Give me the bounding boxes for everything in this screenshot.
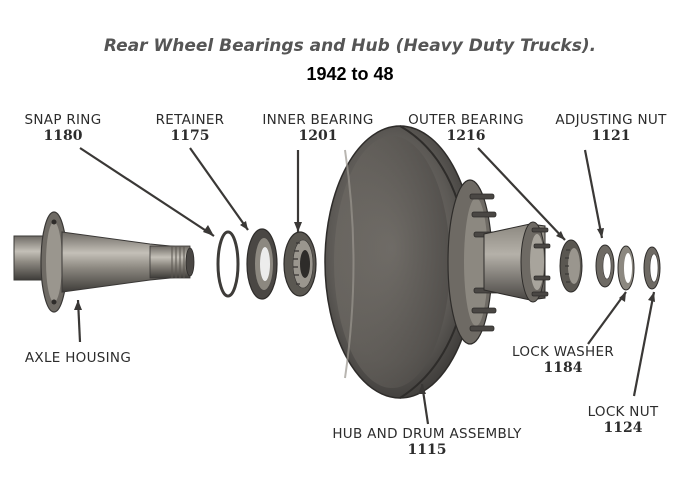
hub-drum-label: HUB AND DRUM ASSEMBLY 1115 (312, 426, 542, 458)
snap-ring-label: SNAP RING 1180 (8, 112, 118, 144)
hub-and-drum-part (324, 125, 551, 399)
diagram-subtitle: 1942 to 48 (306, 64, 394, 84)
adjusting-nut-leader (583, 149, 604, 239)
lock-nut-name: LOCK NUT (587, 404, 659, 420)
hub-drum-name: HUB AND DRUM ASSEMBLY (332, 426, 522, 442)
retainer-name: RETAINER (155, 112, 225, 128)
diagram-title: Rear Wheel Bearings and Hub (Heavy Duty … (103, 36, 597, 56)
lock-washer-part (617, 245, 635, 291)
retainer-part (246, 228, 278, 300)
adjusting-nut-number: 1121 (591, 128, 631, 144)
retainer-number: 1175 (170, 128, 210, 144)
snap-ring-name: SNAP RING (24, 112, 102, 128)
lock-nut-leader (632, 291, 656, 397)
retainer-leader (189, 147, 249, 231)
retainer-label: RETAINER 1175 (140, 112, 240, 144)
outer-bearing-number: 1216 (446, 128, 486, 144)
snap-ring-part (216, 230, 240, 298)
snap-ring-number: 1180 (43, 128, 83, 144)
lock-washer-number: 1184 (543, 360, 583, 376)
lock-nut-part (643, 246, 661, 290)
axle-housing-label: AXLE HOUSING (8, 350, 148, 366)
lock-nut-number: 1124 (603, 420, 643, 436)
lock-washer-name: LOCK WASHER (511, 344, 614, 360)
adjusting-nut-label: ADJUSTING NUT 1121 (536, 112, 686, 144)
inner-bearing-label: INNER BEARING 1201 (248, 112, 388, 144)
inner-bearing-part (283, 231, 317, 297)
lock-washer-leader (587, 291, 627, 345)
axle-housing-part (13, 211, 195, 313)
axle-housing-name: AXLE HOUSING (24, 350, 132, 366)
lock-washer-label: LOCK WASHER 1184 (498, 344, 628, 376)
outer-bearing-leader (477, 147, 566, 241)
outer-bearing-part (559, 239, 583, 293)
hub-drum-number: 1115 (407, 442, 447, 458)
inner-bearing-name: INNER BEARING (262, 112, 374, 128)
outer-bearing-label: OUTER BEARING 1216 (396, 112, 536, 144)
adjusting-nut-name: ADJUSTING NUT (555, 112, 667, 128)
inner-bearing-number: 1201 (298, 128, 338, 144)
lock-nut-label: LOCK NUT 1124 (568, 404, 678, 436)
snap-ring-leader (79, 147, 215, 237)
outer-bearing-name: OUTER BEARING (408, 112, 524, 128)
adjusting-nut-part (595, 244, 615, 288)
